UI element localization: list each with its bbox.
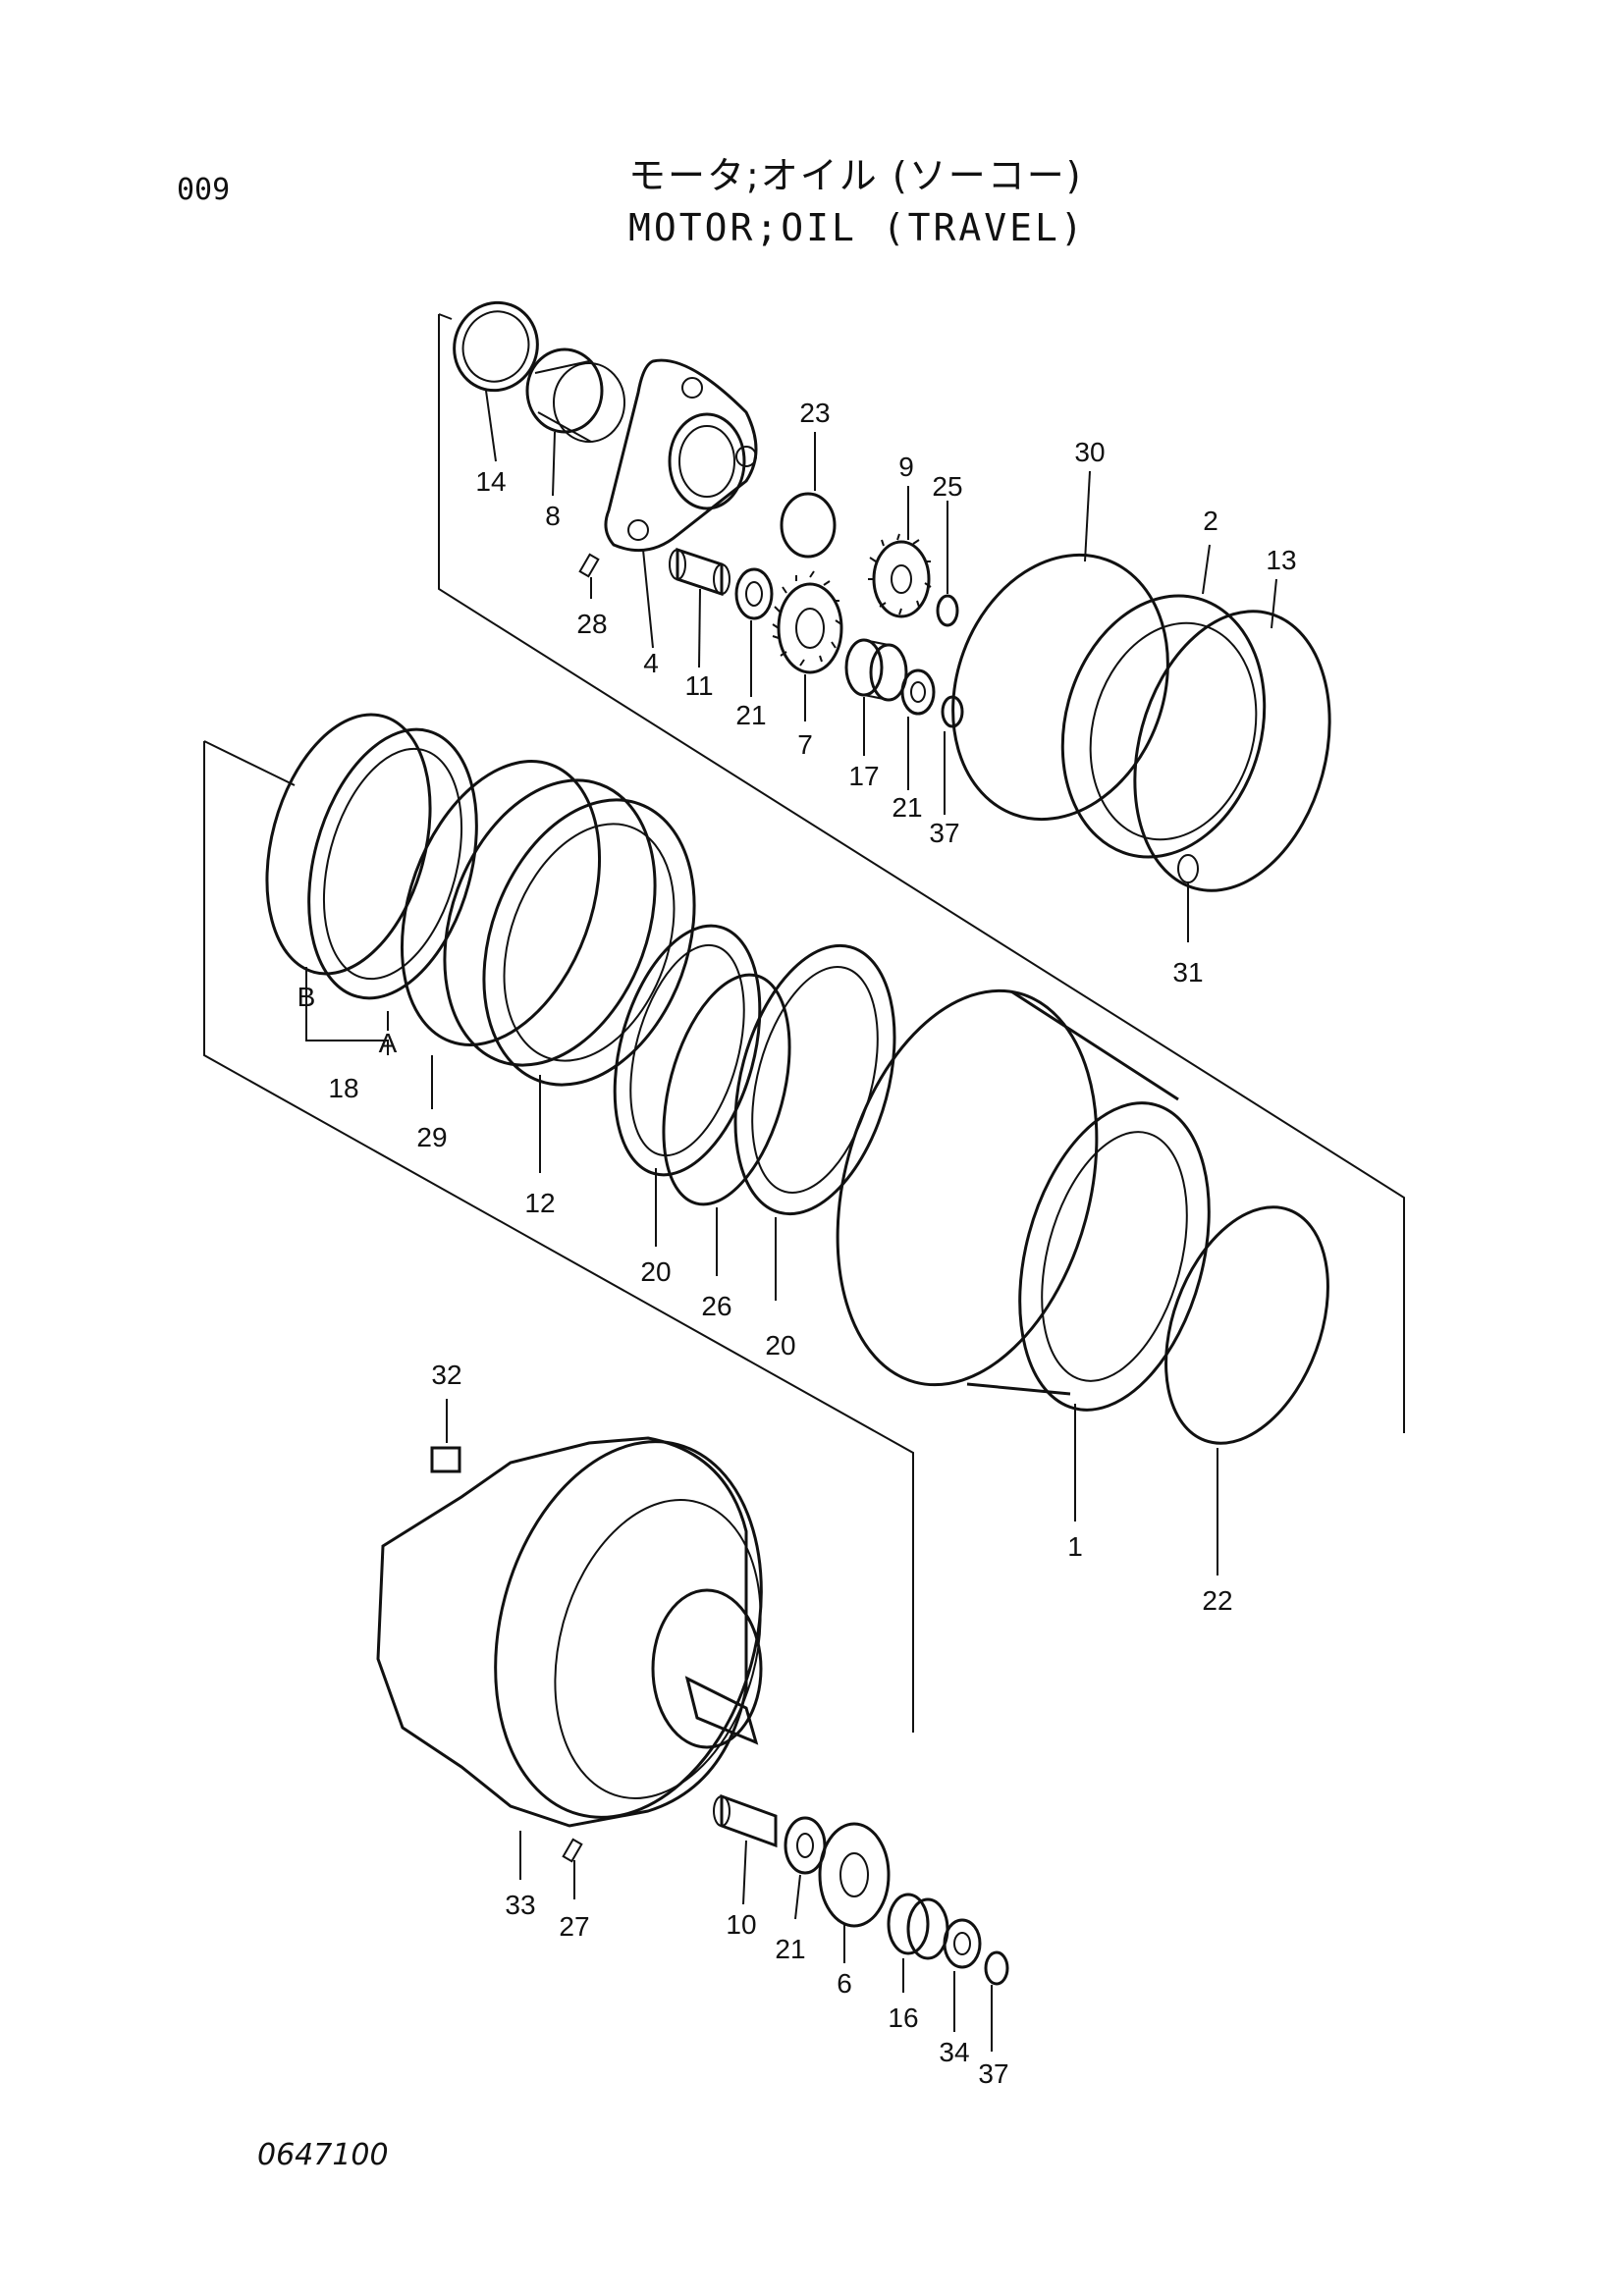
part-20-bearing-a	[613, 924, 762, 1247]
part-14-seal-ring	[453, 300, 539, 462]
part-28-pin	[578, 553, 600, 599]
callout-6: 6	[837, 1968, 852, 1999]
part-27-pin	[562, 1838, 583, 1899]
part-23-snap-ring	[780, 432, 837, 559]
callout-B: B	[298, 982, 316, 1012]
callout-12: 12	[524, 1188, 555, 1218]
part-2-housing	[1060, 544, 1267, 859]
callout-31: 31	[1172, 957, 1203, 988]
drawing-number: 0647100	[257, 2138, 389, 2172]
part-17-needle-bearing	[844, 638, 908, 756]
callout-20-a: 20	[640, 1256, 671, 1287]
part-37-snap-ring-b	[984, 1950, 1009, 2052]
page-code: 009	[177, 173, 231, 207]
part-26-snap-ring	[662, 973, 791, 1276]
callout-32: 32	[431, 1360, 461, 1390]
callout-23: 23	[799, 398, 830, 428]
callout-29: 29	[416, 1122, 447, 1152]
part-1-hub	[836, 988, 1211, 1522]
part-21-washer-a	[734, 567, 774, 697]
callout-18: 18	[328, 1073, 358, 1103]
title-japanese: モータ;オイル (ソーコー)	[628, 154, 1083, 197]
part-33-motor	[376, 1436, 763, 1880]
part-11-shaft	[669, 547, 730, 668]
callout-10: 10	[726, 1909, 756, 1940]
assembly-frame-middle	[203, 740, 914, 1733]
callout-26: 26	[701, 1291, 731, 1321]
part-34-washer	[943, 1918, 982, 2032]
callout-9: 9	[898, 452, 914, 482]
part-18-floating-seal	[265, 713, 478, 1055]
callout-30: 30	[1074, 437, 1105, 467]
part-4-carrier-plate	[604, 358, 758, 649]
callout-16: 16	[888, 2002, 918, 2033]
part-22-snap-ring	[1164, 1205, 1329, 1575]
callout-25: 25	[932, 471, 962, 502]
callout-37-a: 37	[929, 818, 959, 848]
callout-21-c: 21	[775, 1934, 805, 1964]
callout-A: A	[379, 1028, 398, 1058]
callout-21-a: 21	[735, 700, 766, 730]
callout-14: 14	[475, 466, 506, 497]
callout-17: 17	[848, 761, 879, 791]
callout-22: 22	[1202, 1585, 1232, 1616]
callout-37-b: 37	[978, 2058, 1008, 2089]
part-25-snap-ring	[936, 501, 959, 627]
callout-21-b: 21	[892, 792, 922, 823]
part-32-plate	[430, 1399, 461, 1473]
assembly-frame-top	[438, 313, 1405, 1433]
callout-labels: 14 8 23 9 25 28 4 11 21 7 17 21 37 30 2 …	[298, 398, 1297, 2089]
callout-13: 13	[1266, 545, 1296, 575]
title-english: MOTOR;OIL (TRAVEL)	[628, 206, 1086, 249]
part-16-needle-bearing	[887, 1893, 949, 1993]
callout-7: 7	[797, 729, 813, 760]
part-12-seal-housing	[443, 778, 696, 1173]
callout-20-b: 20	[765, 1330, 795, 1361]
part-8-coupling	[525, 347, 625, 497]
part-30-o-ring	[951, 470, 1169, 822]
part-7-gear	[772, 570, 843, 721]
callout-4: 4	[643, 648, 659, 678]
callout-33: 33	[505, 1890, 535, 1920]
callout-27: 27	[559, 1911, 589, 1942]
part-29-o-ring	[400, 760, 602, 1109]
part-9-gear	[868, 486, 932, 618]
part-13-ring	[1133, 578, 1331, 892]
part-21-washer-b	[900, 668, 936, 790]
callout-8: 8	[545, 501, 561, 531]
part-6-gear	[818, 1822, 891, 1963]
callout-34: 34	[939, 2037, 969, 2067]
part-20-bearing-b	[733, 943, 896, 1301]
part-31-plug	[1177, 854, 1199, 942]
callout-11: 11	[684, 670, 713, 701]
callout-2: 2	[1203, 506, 1218, 536]
part-10-shaft	[713, 1793, 778, 1905]
callout-1: 1	[1067, 1531, 1083, 1562]
callout-28: 28	[576, 609, 607, 639]
